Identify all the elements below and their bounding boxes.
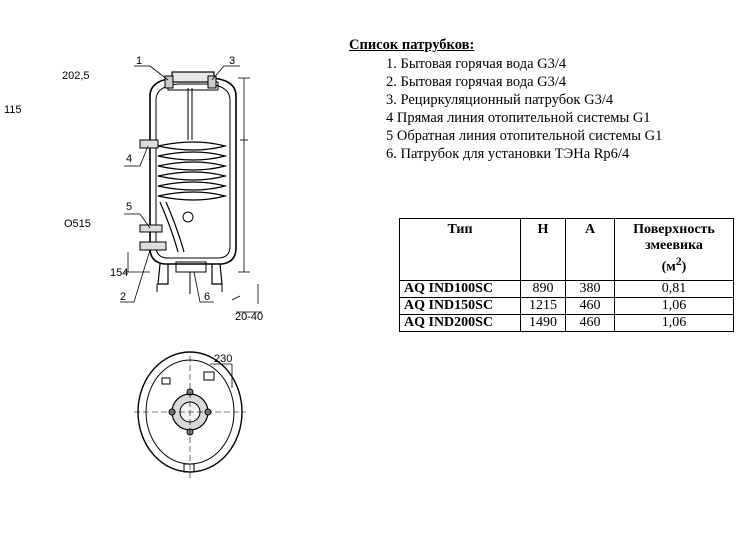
fitting-1: [164, 75, 174, 89]
col-header-type: Тип: [399, 218, 521, 281]
cell-surface: 1,06: [614, 314, 734, 332]
table-row: AQ IND200SC 1490 460 1,06: [399, 314, 734, 332]
cell-h: 890: [520, 280, 566, 298]
cell-type: AQ IND200SC: [399, 314, 521, 332]
pipe-5-return: [139, 224, 163, 233]
fitting-3: [207, 75, 217, 89]
dim-154: 154: [110, 267, 128, 279]
table-row: AQ IND100SC 890 380 0,81: [399, 280, 734, 298]
legend-item: 1. Бытовая горячая вода G3/4: [386, 56, 567, 72]
flange-6: [175, 261, 207, 273]
dim-20-40: 20-40: [235, 311, 263, 323]
tank-outer-shell: [149, 77, 237, 265]
surface-line1: Поверхность: [633, 222, 715, 237]
side-view-dimensions: [124, 77, 262, 313]
callout-5: 5: [126, 201, 132, 213]
cell-h: 1215: [520, 297, 566, 315]
tank-side-view: [139, 71, 237, 294]
surface-unit: (м: [661, 259, 676, 275]
surface-unit-close: ): [681, 259, 687, 275]
dim-115: 115: [4, 104, 22, 116]
cell-surface: 1,06: [614, 297, 734, 315]
pipe-4-inlet: [139, 139, 159, 149]
spec-table: Тип H A Поверхность змеевика (м2) AQ IND…: [399, 218, 734, 332]
surface-unit-sup: 2: [675, 255, 682, 268]
dim-202-5: 202,5: [62, 70, 90, 82]
surface-line2: змеевика: [645, 238, 703, 253]
callout-2: 2: [120, 291, 126, 303]
tank-top-view: [134, 351, 246, 478]
callout-leaders: [120, 65, 240, 303]
dim-230: 230: [214, 353, 232, 365]
cell-h: 1490: [520, 314, 566, 332]
legend-item: 4 Прямая линия отопительной системы G1: [386, 110, 651, 126]
heat-exchanger-coil: [157, 141, 228, 253]
callout-4: 4: [126, 153, 132, 165]
cell-surface: 0,81: [614, 280, 734, 298]
cell-type: AQ IND100SC: [399, 280, 521, 298]
legend-item: 6. Патрубок для установки ТЭНа Rp6/4: [386, 146, 630, 162]
col-header-h: H: [520, 218, 566, 281]
legend-title: Список патрубков:: [349, 37, 475, 53]
col-header-surface: Поверхность змеевика (м2): [614, 218, 734, 281]
callout-6: 6: [204, 291, 210, 303]
cell-a: 460: [565, 297, 615, 315]
col-header-a: A: [565, 218, 615, 281]
legend-item: 3. Рециркуляционный патрубок G3/4: [386, 92, 614, 108]
legend-item: 2. Бытовая горячая вода G3/4: [386, 74, 567, 90]
cell-type: AQ IND150SC: [399, 297, 521, 315]
callout-3: 3: [229, 55, 235, 67]
cell-a: 460: [565, 314, 615, 332]
cell-a: 380: [565, 280, 615, 298]
table-row: AQ IND150SC 1215 460 1,06: [399, 297, 734, 315]
table-header-row: Тип H A Поверхность змеевика (м2): [399, 218, 734, 281]
dim-o515: O515: [64, 218, 91, 230]
tank-inner-shell: [155, 83, 231, 259]
fittings-legend: Список патрубков: 1. Бытовая горячая вод…: [349, 36, 662, 163]
legend-item: 5 Обратная линия отопительной системы G1: [386, 128, 663, 144]
pipe-2-outlet: [139, 241, 167, 251]
callout-1: 1: [136, 55, 142, 67]
